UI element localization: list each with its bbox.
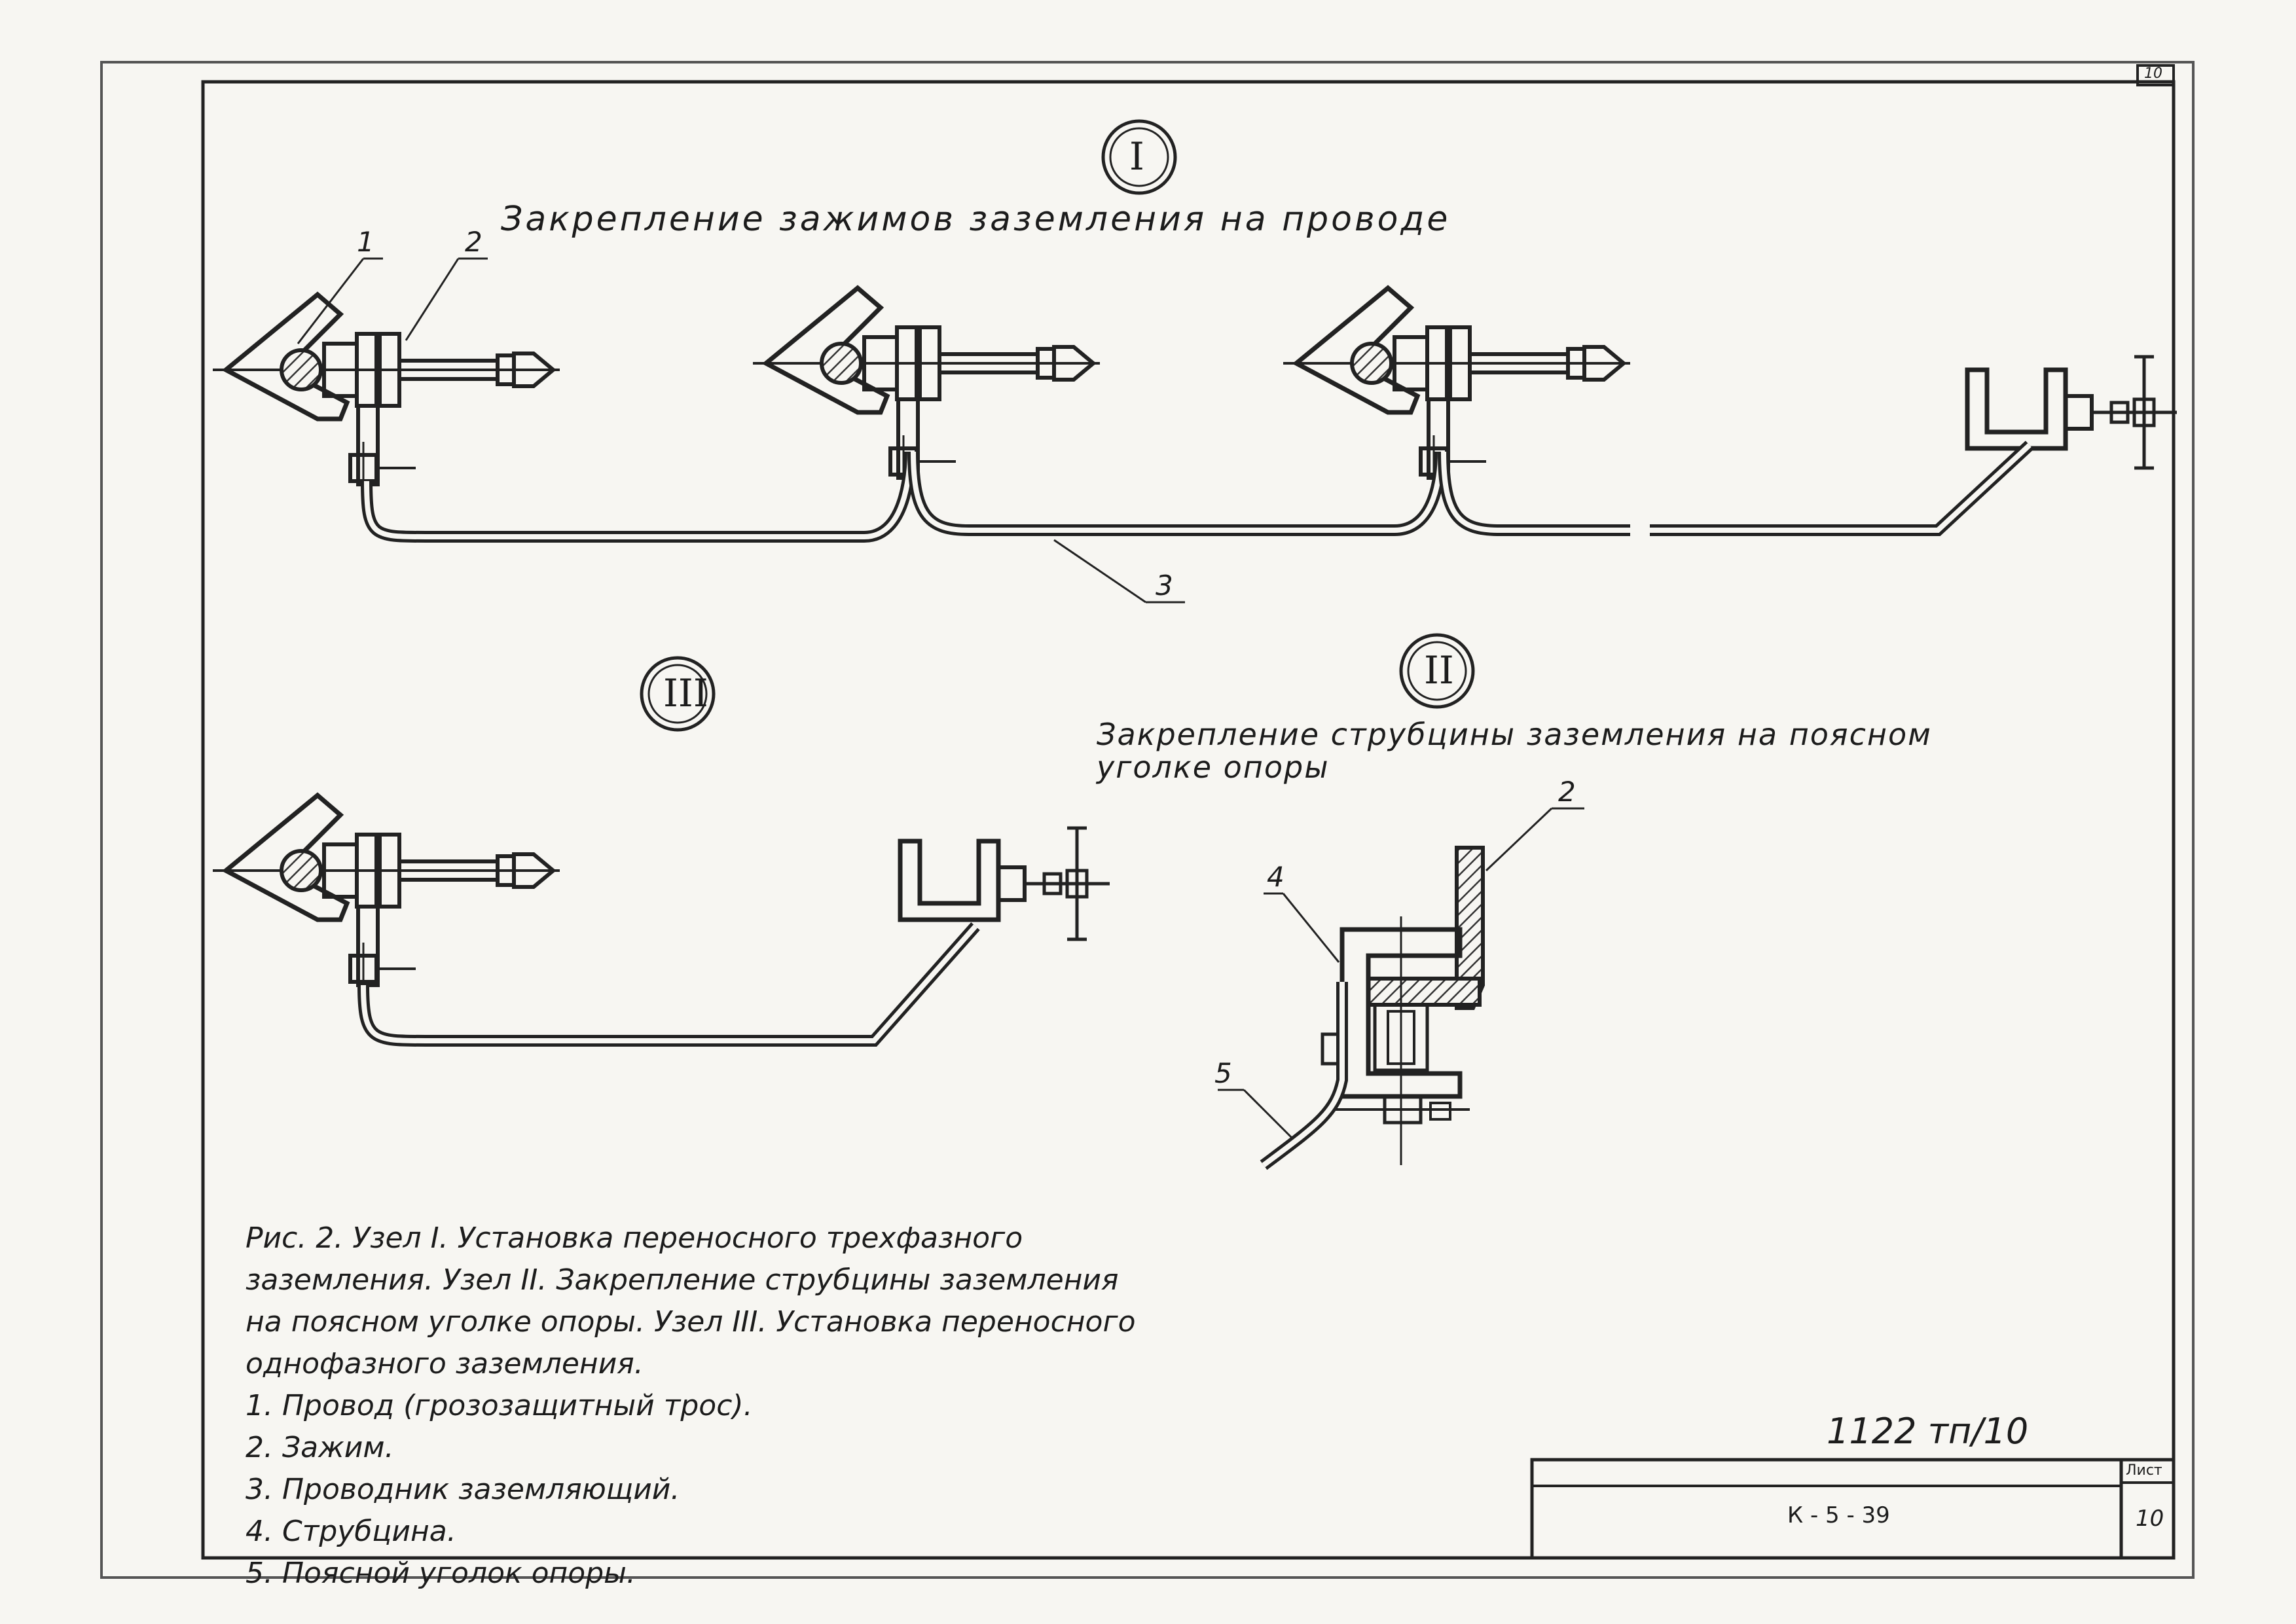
bracket-node1	[1967, 357, 2177, 468]
node2-title-line1: Закрепление струбцины заземления на пояс…	[1097, 717, 1932, 752]
stamp-sheet-number: 10	[2136, 1506, 2164, 1532]
callout-3: 3	[1156, 569, 1173, 602]
legend-item-1: 1. Провод (грозозащитный трос).	[246, 1389, 753, 1422]
legend-item-5: 5. Поясной уголок опоры.	[246, 1557, 636, 1590]
callout-4: 4	[1267, 861, 1285, 893]
clamp-assembly-3	[1283, 288, 1630, 488]
title-block	[1530, 1458, 2176, 1560]
node-marker-3	[640, 656, 716, 732]
legend-item-3: 3. Проводник заземляющий.	[246, 1473, 680, 1506]
node-label-1: I	[1129, 134, 1144, 179]
figure-caption: Рис. 2. Узел I. Установка переносного тр…	[246, 1218, 1136, 1595]
document-number: 1122 тп/10	[1827, 1411, 2029, 1452]
node-marker-1	[1101, 119, 1177, 195]
clamp-assembly-2	[753, 288, 1100, 488]
callout-2: 2	[465, 226, 483, 258]
stamp-code: К - 5 - 39	[1787, 1502, 1890, 1528]
clamp-assembly-node3	[213, 795, 560, 995]
stamp-sheet-label: Лист	[2126, 1462, 2162, 1479]
ground-conductor-node3	[357, 922, 980, 1047]
node-label-2: II	[1424, 648, 1454, 693]
callout-1: 1	[357, 226, 374, 258]
bracket-on-angle-node2	[1260, 846, 1485, 1170]
node1-title: Закрепление зажимов заземления на провод…	[501, 200, 1451, 239]
clamp-assembly-1	[213, 295, 560, 494]
node-marker-2	[1399, 633, 1475, 709]
caption-line-1: Рис. 2. Узел I. Установка переносного тр…	[246, 1221, 1023, 1255]
corner-sheet-mark: 10	[2144, 65, 2162, 82]
legend-item-4: 4. Струбцина.	[246, 1515, 456, 1548]
node-label-3: III	[663, 671, 708, 715]
caption-line-4: однофазного заземления.	[246, 1347, 644, 1380]
caption-line-2: заземления. Узел II. Закрепление струбци…	[246, 1263, 1119, 1297]
callout-2-node2: 2	[1558, 776, 1576, 808]
callout-5: 5	[1214, 1057, 1232, 1089]
bracket-node3	[900, 828, 1110, 939]
ground-conductor-node1	[361, 441, 2034, 543]
legend-item-2: 2. Зажим.	[246, 1431, 394, 1464]
caption-line-3: на поясном уголке опоры. Узел III. Устан…	[246, 1305, 1136, 1339]
node2-title-line2: уголке опоры	[1097, 749, 1330, 785]
